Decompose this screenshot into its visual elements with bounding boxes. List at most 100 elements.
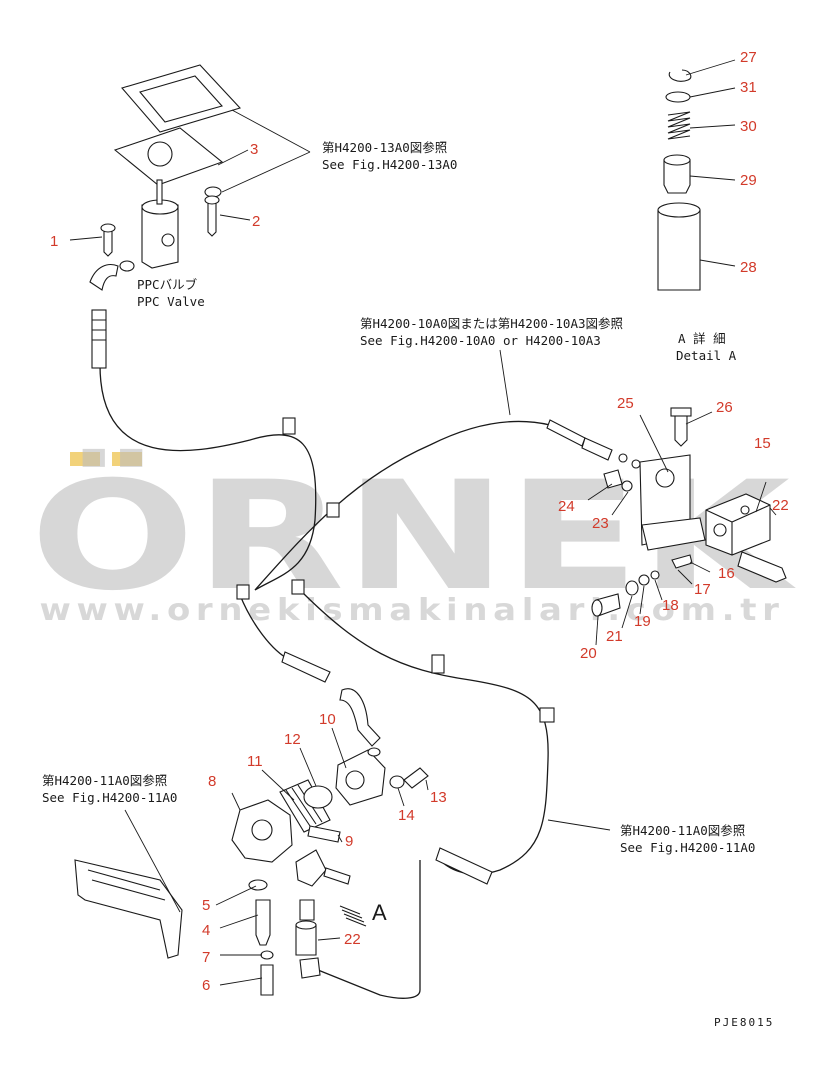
- part-31-washer: [665, 91, 691, 103]
- part-label: 25: [617, 395, 634, 412]
- part-24-nut: [603, 469, 623, 489]
- ppc-valve-jp: PPCバルブ: [137, 277, 198, 292]
- watermark-accent-right: [112, 452, 142, 466]
- tube-elbow: [339, 688, 381, 747]
- part-27-snap-ring: [668, 69, 692, 82]
- elbow-fitting: [89, 264, 119, 291]
- clamp: [282, 417, 296, 435]
- part-label: 4: [202, 922, 210, 939]
- clamp: [326, 502, 340, 518]
- part-label: 24: [558, 498, 575, 515]
- part-14-washer: [389, 775, 405, 789]
- hose-fittings: [91, 309, 586, 885]
- part-label: 22: [772, 497, 789, 514]
- bracket-left: [74, 859, 183, 959]
- part-label: 27: [740, 49, 757, 66]
- small-bolt: [323, 867, 351, 885]
- hose-right: [299, 589, 549, 875]
- valve-stack-parts: [657, 69, 701, 291]
- lower-assembly: [74, 688, 429, 996]
- fitting-adapter: [581, 437, 613, 461]
- gasket-top: [121, 64, 242, 133]
- part-30-spring: [667, 111, 691, 140]
- part-label: 12: [284, 731, 301, 748]
- detail-a-en: Detail A: [676, 348, 737, 363]
- hose-fitting-upper: [546, 419, 586, 447]
- part-label: 16: [718, 565, 735, 582]
- hose-fitting-ppc: [91, 309, 107, 369]
- clamp: [291, 579, 305, 595]
- part-label: 23: [592, 515, 609, 532]
- tee-fitting: [299, 957, 321, 979]
- part-label: 29: [740, 172, 757, 189]
- ref-fig13-jp: 第H4200-13A0図参照: [322, 140, 447, 155]
- part-label: 21: [606, 628, 623, 645]
- part-label: 1: [50, 233, 58, 250]
- part-21-ring: [625, 580, 639, 596]
- hose-ppc: [99, 364, 317, 591]
- part-7-washer: [260, 950, 274, 960]
- watermark-url: www.ornekismakinalari.com.tr: [40, 593, 785, 628]
- part-1-bolt: [103, 229, 113, 257]
- clamp: [236, 584, 250, 600]
- part-2-bolt: [207, 201, 217, 237]
- hose-fitting-right: [435, 847, 493, 885]
- part-23-washer: [621, 480, 633, 492]
- part-label: 8: [208, 773, 216, 790]
- ppc-valve-en: PPC Valve: [137, 294, 205, 309]
- part-label: 15: [754, 435, 771, 452]
- ppc-lever: [156, 179, 163, 205]
- part-11-filter: [279, 779, 331, 833]
- part-13-bolt: [403, 767, 429, 789]
- detail-a-jp: A 詳 細: [678, 331, 726, 346]
- hoses: [99, 364, 551, 999]
- part-label: 6: [202, 977, 210, 994]
- part-label: 14: [398, 807, 415, 824]
- ref-fig11-left-jp: 第H4200-11A0図参照: [42, 773, 167, 788]
- leader-lines: [69, 59, 777, 986]
- part-label: 31: [740, 79, 757, 96]
- detail-a-group: [581, 407, 787, 617]
- ref-fig10-jp: 第H4200-10A0図または第H4200-10A3図参照: [360, 316, 623, 331]
- part-label: 26: [716, 399, 733, 416]
- part-4-fitting: [255, 899, 271, 946]
- hose-upper: [254, 420, 551, 591]
- clamp-block: [295, 849, 327, 887]
- reference-notes: 第H4200-13A0図参照 See Fig.H4200-13A0 第H4200…: [42, 140, 774, 1029]
- part-label: 22: [344, 931, 361, 948]
- hose-fitting-middle: [281, 651, 331, 683]
- part-26-bolt: [674, 413, 688, 447]
- part-label: 13: [430, 789, 447, 806]
- part-28-sleeve: [657, 209, 701, 291]
- part-22-bolt: [737, 551, 787, 583]
- part-label: 28: [740, 259, 757, 276]
- ref-fig11-left-en: See Fig.H4200-11A0: [42, 790, 177, 805]
- part-15-block: [705, 493, 771, 556]
- hose-bottom: [317, 860, 421, 999]
- drawing-code: PJE8015: [714, 1016, 774, 1029]
- part-label: 19: [634, 613, 651, 630]
- arrow-a-hatch: [339, 905, 367, 927]
- part-label: 11: [247, 753, 263, 770]
- part-label: 2: [252, 213, 260, 230]
- part-9-bolt: [307, 825, 341, 843]
- clamp: [431, 654, 445, 674]
- ref-fig11-right-en: See Fig.H4200-11A0: [620, 840, 755, 855]
- part-label: 17: [694, 581, 711, 598]
- part-18-ring: [650, 570, 660, 580]
- part-19-ring: [638, 574, 650, 586]
- ref-fig13-en: See Fig.H4200-13A0: [322, 157, 457, 172]
- hose-clamps: [236, 417, 555, 723]
- small-fitting: [299, 899, 315, 921]
- part-label: 18: [662, 597, 679, 614]
- ppc-valve-group: [89, 64, 242, 291]
- arrow-a-label: A: [372, 900, 387, 925]
- part-label: 10: [319, 711, 336, 728]
- part-label: 30: [740, 118, 757, 135]
- clamp: [539, 707, 555, 723]
- part-6-fitting: [260, 964, 274, 996]
- part-labels: 1 2 3 4 5 6 7 8 9 10 11 12 13 14 15 16 1…: [50, 49, 789, 994]
- part-label: 20: [580, 645, 597, 662]
- part-label: 7: [202, 949, 210, 966]
